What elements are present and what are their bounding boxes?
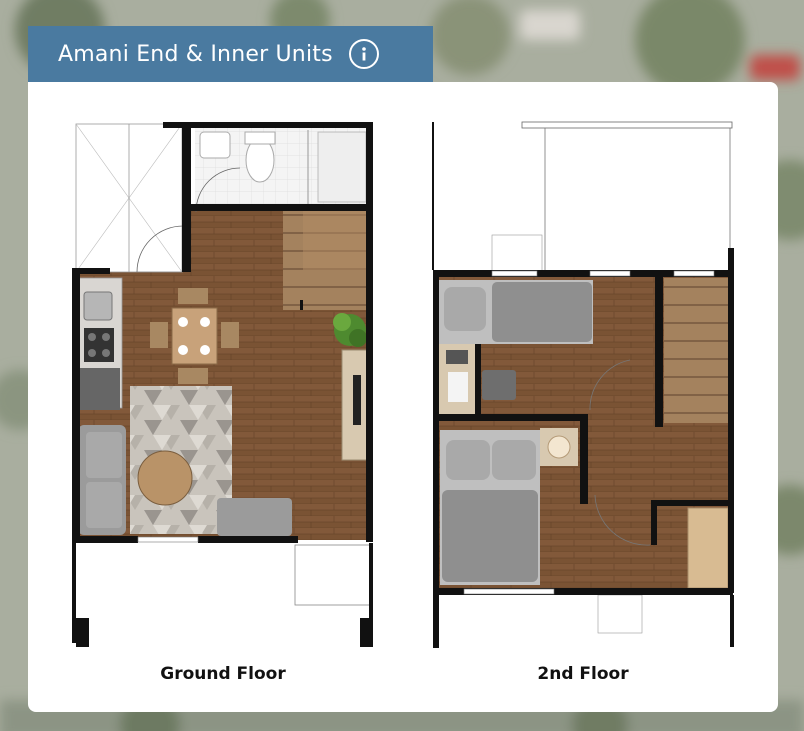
ground-floor-label: Ground Floor (160, 664, 286, 684)
info-circle-icon[interactable] (348, 39, 379, 69)
header-tab: Amani End & Inner Units (28, 26, 433, 82)
page-title: Amani End & Inner Units (58, 41, 333, 67)
ground-floor-plan (72, 122, 373, 647)
second-floor-plan (432, 121, 734, 648)
second-floor-label: 2nd Floor (537, 664, 629, 684)
